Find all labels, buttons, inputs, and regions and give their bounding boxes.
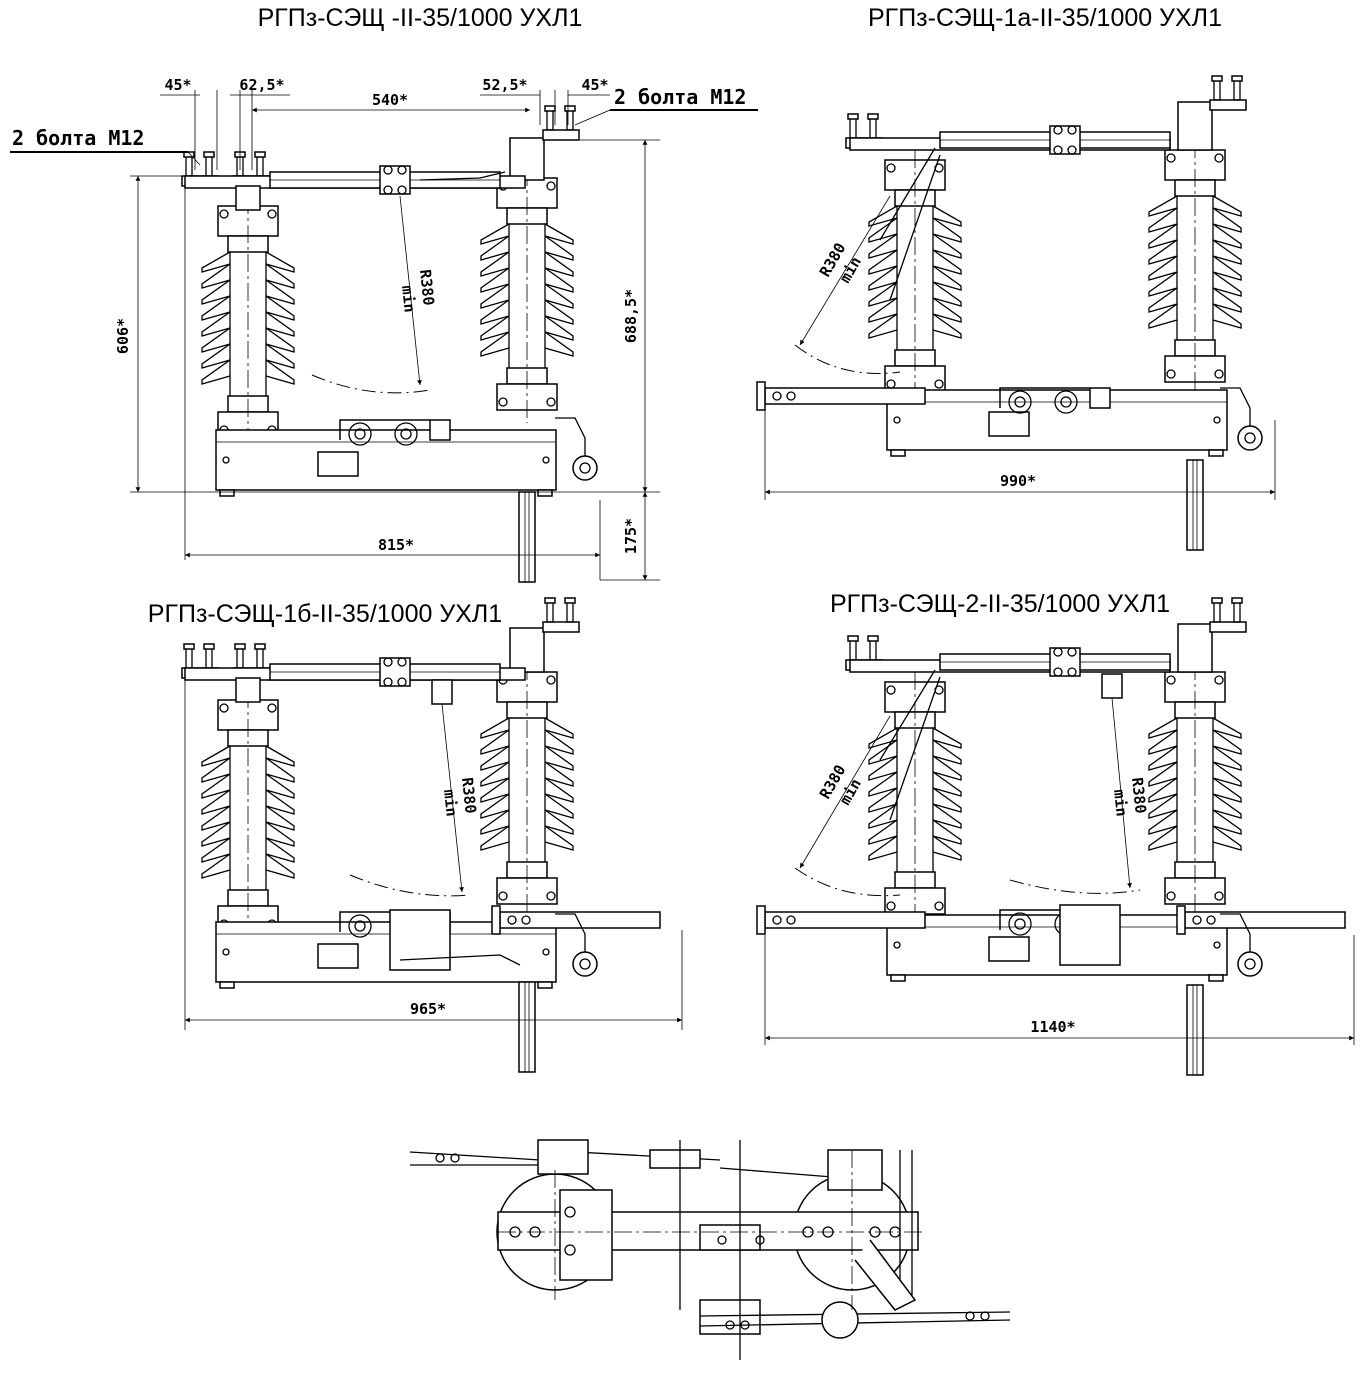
svg-text:R380: R380 — [1128, 777, 1150, 815]
radius-label-2: R380 min — [816, 240, 865, 286]
svg-text:R380: R380 — [458, 777, 480, 815]
dim-52-5: 52,5* — [482, 76, 527, 94]
dims-2 — [764, 400, 1276, 500]
dims-3 — [184, 680, 683, 1030]
title-drawing-3: РГПз-СЭЩ-1б-II-35/1000 УХЛ1 — [148, 600, 502, 628]
top-cap-right — [509, 137, 545, 181]
dims-4 — [764, 935, 1355, 1045]
dim-175: 175* — [622, 518, 640, 554]
title-drawing-2: РГПз-СЭЩ-1а-II-35/1000 УХЛ1 — [868, 4, 1222, 32]
svg-text:R380: R380 — [416, 269, 438, 307]
bolt-note-left: 2 болта М12 — [12, 126, 144, 150]
drawing-2 — [756, 75, 1263, 551]
dim-688-5: 688,5* — [622, 289, 640, 343]
dim-1140: 1140* — [1030, 1018, 1075, 1036]
radius-label-1: R380 min — [398, 269, 438, 314]
radius-label-4b: R380 min — [1110, 777, 1150, 818]
svg-text:min: min — [1110, 789, 1131, 818]
svg-text:min: min — [440, 789, 461, 818]
drawing-3 — [181, 597, 661, 1073]
dim-45-right: 45* — [581, 76, 608, 94]
title-drawing-1: РГПз-СЭЩ -II-35/1000 УХЛ1 — [258, 4, 583, 32]
dim-62-5: 62,5* — [239, 76, 284, 94]
dim-606: 606* — [114, 318, 132, 354]
bolt-note-right: 2 болта М12 — [614, 85, 746, 109]
drawing-4 — [756, 597, 1346, 1076]
plan-view — [409, 1139, 1011, 1360]
dim-990: 990* — [1000, 472, 1036, 490]
radius-label-3: R380 min — [440, 777, 480, 818]
svg-text:min: min — [398, 285, 419, 314]
drawing-1 — [181, 105, 598, 583]
dim-45-left: 45* — [164, 76, 191, 94]
dims-1 — [10, 90, 758, 581]
title-drawing-4: РГПз-СЭЩ-2-II-35/1000 УХЛ1 — [830, 590, 1170, 618]
radius-label-4a: R380 min — [816, 762, 865, 808]
dim-965: 965* — [410, 1000, 446, 1018]
dim-815: 815* — [378, 536, 414, 554]
dim-540: 540* — [372, 91, 408, 109]
